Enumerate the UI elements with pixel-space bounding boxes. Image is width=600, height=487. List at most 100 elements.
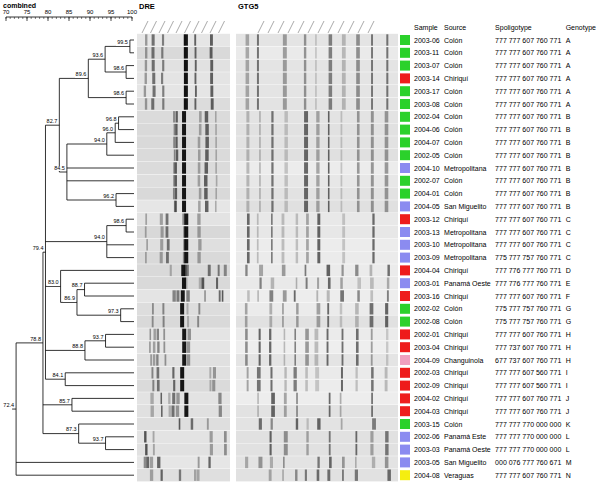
gel-band: [356, 47, 360, 58]
sample-id: 2004-05: [414, 203, 440, 210]
gel-band: [245, 342, 248, 353]
gel-band: [198, 150, 201, 161]
gel-band: [304, 60, 306, 71]
gel-band: [174, 201, 176, 212]
gel-band: [296, 418, 298, 429]
gel-band: [296, 239, 298, 250]
gel-band: [246, 111, 249, 122]
gel-band: [269, 316, 272, 327]
gel-band: [269, 342, 271, 353]
source-name: Chiriquí: [444, 267, 468, 274]
gel-band: [172, 290, 175, 301]
gel-band: [356, 354, 359, 365]
dendrogram-branch: [77, 289, 85, 290]
gel-band: [372, 239, 374, 250]
spoligotype: 777 776 777 760 771: [495, 267, 561, 274]
gel-band: [315, 380, 319, 391]
gel-band: [270, 444, 272, 455]
gel-band: [370, 290, 373, 301]
source-name: Colón: [444, 318, 462, 325]
gel-band: [176, 406, 179, 417]
node-similarity: 93.6: [91, 53, 104, 59]
gel-band: [315, 34, 317, 45]
sample-id: 2002-01: [414, 331, 440, 338]
gel-marker-tick: [258, 21, 264, 33]
source-color-square: [400, 457, 410, 467]
gel-lane: [137, 354, 230, 366]
column-header: Sample: [414, 24, 438, 31]
gel-band: [316, 188, 319, 199]
gel-band: [371, 393, 373, 404]
gel-band: [182, 175, 186, 186]
node-similarity: 99.5: [116, 40, 129, 46]
gel-band: [385, 175, 389, 186]
gel-band: [282, 316, 284, 327]
gel-marker-tick: [278, 21, 284, 33]
sample-id: 2003-09: [414, 254, 440, 261]
gel-band: [355, 457, 357, 468]
axis-tick: [22, 17, 23, 19]
sample-id: 2003-14: [414, 75, 440, 82]
gel-band: [197, 226, 200, 237]
dendrogram-branch: [107, 155, 134, 156]
gel-band: [385, 457, 389, 468]
gel-band: [150, 470, 153, 481]
source-color-square: [400, 419, 410, 429]
gel-band: [271, 226, 273, 237]
gel-band: [283, 47, 287, 58]
gel-lane: [236, 264, 398, 276]
scale-label: 95: [108, 9, 115, 15]
gel-band: [356, 60, 360, 71]
gel-band: [316, 111, 319, 122]
gel-band: [327, 329, 329, 340]
gel-band: [186, 290, 189, 301]
axis-tick: [132, 17, 133, 21]
source-name: Colón: [444, 37, 462, 44]
dendrogram-branch: [116, 193, 134, 194]
gel-band: [259, 188, 261, 199]
gel-band: [355, 444, 357, 455]
axis-tick: [48, 17, 49, 21]
spoligotype: 777 777 607 760 771: [495, 165, 561, 172]
gel-band: [269, 290, 273, 301]
gel-lane: [137, 187, 230, 199]
gel-band: [317, 470, 320, 481]
gel-band: [294, 290, 296, 301]
gel-lane: [236, 418, 398, 430]
dendrogram-branch: [45, 241, 106, 242]
source-squares: [400, 35, 410, 480]
gel-band: [246, 34, 250, 45]
genotype: M: [566, 459, 572, 466]
source-color-square: [400, 99, 410, 109]
gel-band: [174, 150, 176, 161]
source-color-square: [400, 163, 410, 173]
source-color-square: [400, 253, 410, 263]
sample-id: 2003-04: [414, 344, 440, 351]
gel-band: [371, 111, 374, 122]
dendrogram-branch: [126, 91, 134, 92]
gel-band: [215, 124, 217, 135]
gel-band: [184, 239, 188, 250]
source-color-square: [400, 176, 410, 186]
gel-band: [194, 98, 196, 109]
gel-band: [145, 214, 147, 225]
gel-lane: [236, 456, 398, 468]
dendrogram-branch: [107, 132, 115, 133]
source-color-square: [400, 278, 410, 288]
gel-marker-tick: [168, 21, 174, 33]
gel-band: [328, 201, 330, 212]
gel-band: [184, 98, 188, 109]
gel-band: [151, 406, 154, 417]
source-name: Panamá Oeste: [444, 280, 491, 287]
dendrogram-branch: [45, 350, 84, 351]
gel-band: [180, 316, 184, 327]
gel-band: [317, 316, 321, 327]
gel-lane: [137, 418, 230, 430]
gel-lane: [236, 111, 398, 123]
gel-band: [156, 354, 158, 365]
gel-band: [355, 470, 358, 481]
dendrogram-branch: [130, 52, 134, 53]
gel-band: [161, 226, 164, 237]
genotype: B: [566, 113, 571, 120]
gel-band: [165, 354, 167, 365]
